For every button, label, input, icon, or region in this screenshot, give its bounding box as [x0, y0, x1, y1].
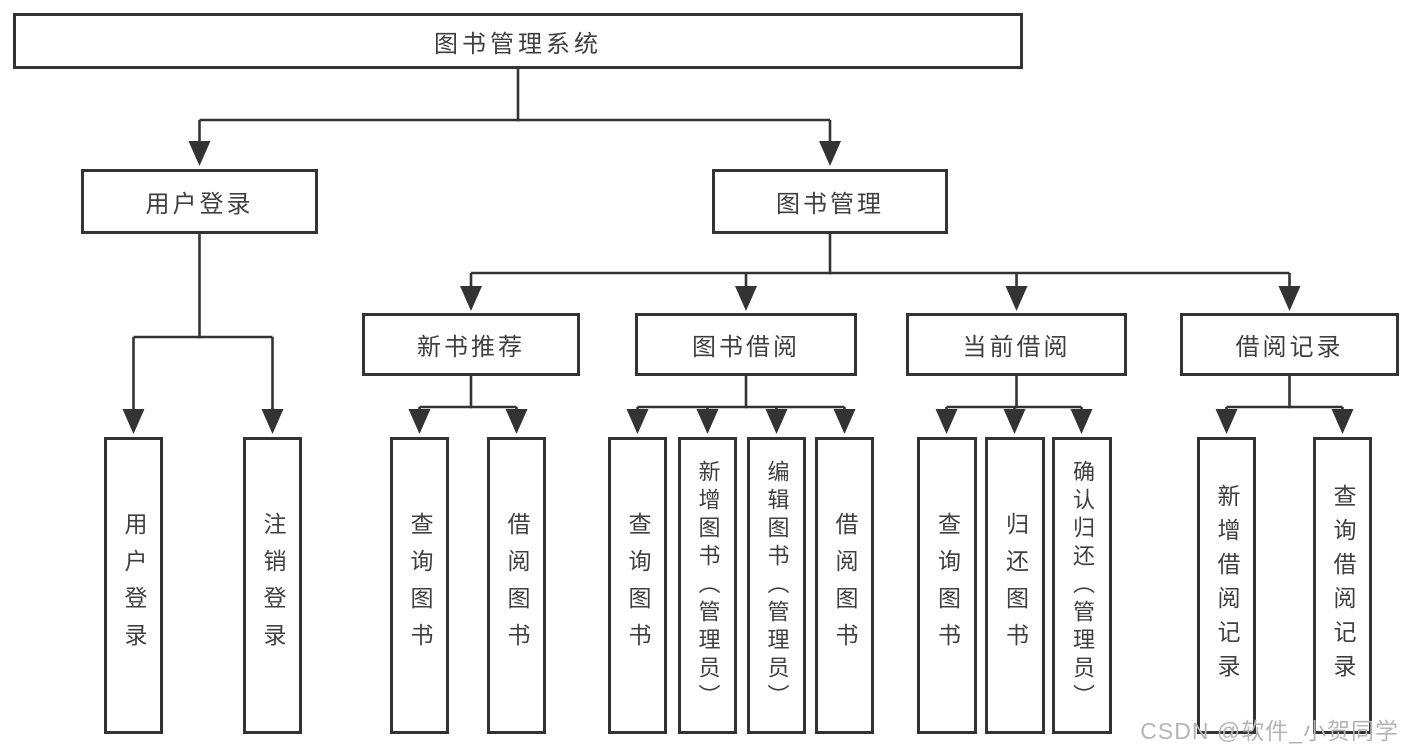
node-label: 图书管理系统 — [434, 30, 602, 58]
leaf-confirm-return-admin: 确认归还（管理员） — [1052, 437, 1112, 734]
leaf-query-books-borrowing: 查询图书 — [608, 437, 667, 734]
node-label: 新增图书（管理员） — [695, 459, 721, 712]
leaf-borrow-books-recommend: 借阅图书 — [487, 437, 546, 734]
leaf-add-borrow-record: 新增借阅记录 — [1197, 437, 1256, 734]
node-new-book-recommendation: 新书推荐 — [362, 313, 580, 376]
leaf-return-books: 归还图书 — [985, 437, 1045, 734]
node-label: 借阅图书 — [832, 511, 858, 660]
node-label: 查询借阅记录 — [1330, 483, 1356, 688]
node-label: 借阅图书 — [504, 511, 530, 660]
node-label: 图书借阅 — [692, 334, 800, 361]
node-library-system: 图书管理系统 — [13, 13, 1023, 69]
node-current-borrowing: 当前借阅 — [906, 313, 1127, 376]
leaf-query-books-recommend: 查询图书 — [390, 437, 449, 734]
node-label: 查询图书 — [934, 511, 961, 660]
node-label: 查询图书 — [625, 511, 651, 660]
node-label: 确认归还（管理员） — [1070, 459, 1095, 712]
node-borrowing-records: 借阅记录 — [1180, 313, 1399, 376]
node-label: 新增借阅记录 — [1214, 483, 1240, 688]
node-book-management: 图书管理 — [712, 169, 948, 234]
node-label: 查询图书 — [407, 511, 433, 660]
leaf-user-login: 用户登录 — [104, 437, 163, 734]
node-label: 用户登录 — [121, 511, 147, 660]
node-label: 新书推荐 — [417, 334, 525, 361]
leaf-logout: 注销登录 — [243, 437, 302, 734]
node-user-login: 用户登录 — [81, 169, 318, 234]
watermark: CSDN @软件_小贺同学 — [1140, 718, 1399, 744]
leaf-query-books-current: 查询图书 — [917, 437, 977, 734]
node-label: 编辑图书（管理员） — [764, 459, 790, 712]
node-book-borrowing: 图书借阅 — [635, 313, 857, 376]
node-label: 借阅记录 — [1235, 334, 1344, 361]
node-label: 图书管理 — [776, 191, 884, 218]
leaf-borrow-books-borrowing: 借阅图书 — [815, 437, 874, 734]
node-label: 当前借阅 — [962, 334, 1071, 361]
leaf-edit-books-admin: 编辑图书（管理员） — [747, 437, 806, 734]
leaf-query-borrow-record: 查询借阅记录 — [1313, 437, 1372, 734]
leaf-add-books-admin: 新增图书（管理员） — [678, 437, 737, 734]
node-label: 归还图书 — [1002, 511, 1029, 660]
arrowheads — [122, 141, 1354, 434]
node-label: 用户登录 — [145, 191, 254, 218]
node-label: 注销登录 — [260, 511, 286, 660]
